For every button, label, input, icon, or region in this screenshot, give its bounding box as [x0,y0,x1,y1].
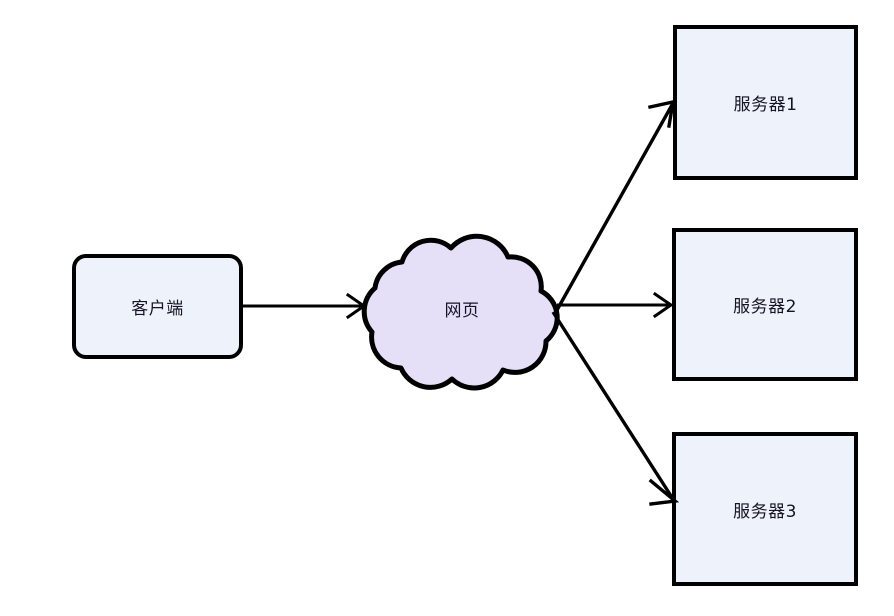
edge-web-to-server2[interactable] [557,291,674,319]
edge-web-to-server1[interactable] [555,99,676,311]
arrowhead-web-to-server2 [652,291,674,319]
node-server3-shape[interactable] [672,432,858,586]
node-server2-shape[interactable] [672,228,858,381]
edge-client-to-web[interactable] [243,292,367,320]
arrowhead-web-to-server1 [647,99,676,128]
node-server1-shape[interactable] [673,25,858,180]
arrowhead-client-to-web [345,292,367,320]
node-client-shape[interactable] [72,254,243,359]
arrowhead-web-to-server3 [648,478,680,506]
node-web-cloud-shape[interactable] [361,233,560,391]
edge-web-to-server3[interactable] [551,311,680,506]
